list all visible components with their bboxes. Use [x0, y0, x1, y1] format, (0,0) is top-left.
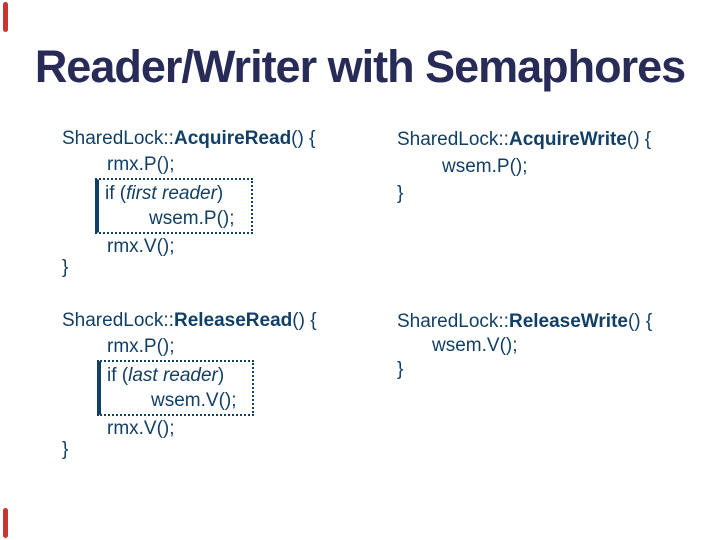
code-line-rmx-v: rmx.V();: [107, 418, 175, 439]
if-prefix-text: if (: [105, 183, 127, 204]
header-suffix-text: () {: [292, 310, 317, 331]
code-line-header: SharedLock::AcquireRead() {: [62, 126, 315, 152]
if-condition-text: last reader: [128, 365, 218, 386]
code-line-rmx-p: rmx.P();: [107, 154, 175, 175]
header-suffix-text: () {: [291, 128, 316, 149]
class-scope-text: SharedLock::: [62, 128, 174, 149]
slide-title: Reader/Writer with Semaphores: [34, 41, 686, 92]
code-block-acquire-write: SharedLock::AcquireWrite() { wsem.P(); }: [397, 126, 651, 207]
code-block-acquire-read: SharedLock::AcquireRead() { rmx.P(); if …: [62, 126, 315, 281]
code-line-closing-brace: }: [397, 359, 404, 380]
if-condition-text: first reader: [126, 183, 217, 204]
if-suffix-text: ): [217, 365, 225, 386]
if-suffix-text: ): [216, 183, 224, 204]
red-corner-mark-bottom-left: [3, 508, 8, 538]
highlight-box-first-reader: if (first reader) wsem.P();: [95, 178, 253, 234]
code-line-wsem-v: wsem.V();: [432, 335, 518, 356]
code-block-release-read: SharedLock::ReleaseRead() { rmx.P(); if …: [62, 308, 317, 463]
code-line-if-last-reader: if (last reader): [107, 363, 252, 388]
code-line-closing-brace: }: [62, 439, 69, 460]
code-line-if-first-reader: if (first reader): [105, 181, 251, 206]
code-line-closing-brace: }: [62, 257, 69, 278]
code-line-rmx-v: rmx.V();: [107, 236, 175, 257]
code-block-release-write: SharedLock::ReleaseWrite() { wsem.V(); }: [397, 310, 652, 382]
method-name-text: AcquireWrite: [508, 129, 627, 150]
class-scope-text: SharedLock::: [397, 129, 509, 150]
method-name-text: AcquireRead: [173, 128, 292, 149]
method-name-text: ReleaseRead: [173, 310, 293, 331]
header-suffix-text: () {: [626, 129, 652, 150]
if-prefix-text: if (: [107, 365, 129, 386]
code-line-header: SharedLock::ReleaseWrite() {: [397, 310, 652, 334]
code-line-rmx-p: rmx.P();: [107, 336, 175, 357]
header-suffix-text: () {: [627, 311, 653, 332]
class-scope-text: SharedLock::: [62, 310, 174, 331]
code-line-header: SharedLock::AcquireWrite() {: [397, 126, 651, 153]
red-corner-mark-top-left: [3, 2, 8, 32]
code-line-header: SharedLock::ReleaseRead() {: [62, 308, 317, 334]
code-line-wsem-v: wsem.V();: [151, 390, 237, 411]
class-scope-text: SharedLock::: [397, 311, 509, 332]
method-name-text: ReleaseWrite: [508, 311, 628, 332]
code-line-wsem-p: wsem.P();: [442, 156, 528, 177]
code-line-wsem-p: wsem.P();: [149, 208, 235, 229]
code-line-closing-brace: }: [397, 183, 404, 204]
highlight-box-last-reader: if (last reader) wsem.V();: [97, 360, 254, 416]
